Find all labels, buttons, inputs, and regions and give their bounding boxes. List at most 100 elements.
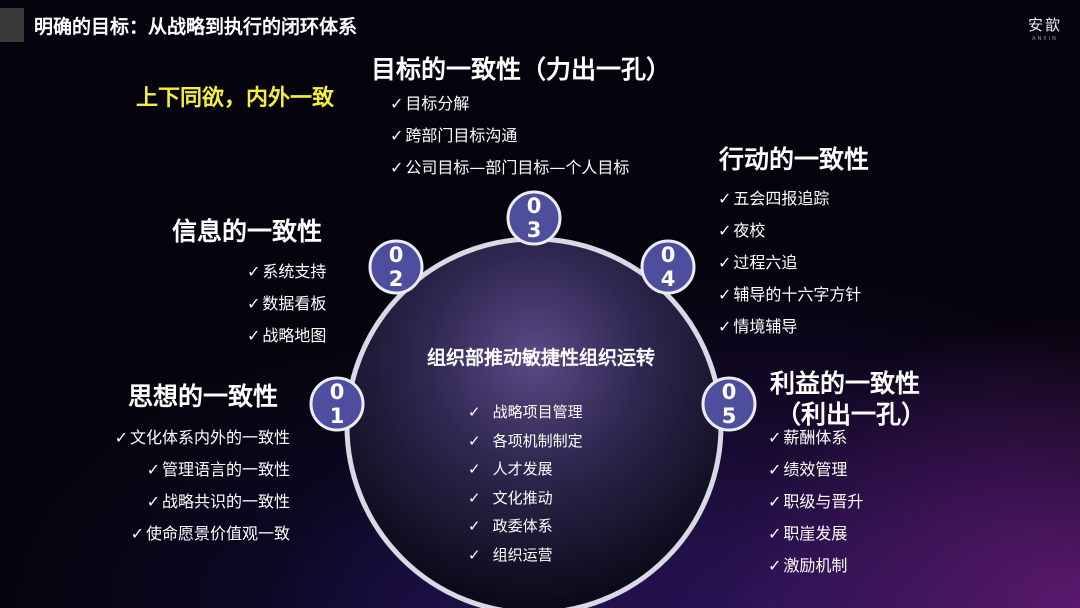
center-list-item: ✓ 政委体系 <box>468 512 583 541</box>
badge-circle <box>506 190 562 246</box>
list-item-label: 管理语言的一致性 <box>161 460 290 479</box>
center-list-item-label: 文化推动 <box>492 488 553 507</box>
heading-info: 信息的一致性 <box>172 217 323 246</box>
check-icon: ✓ <box>768 428 782 447</box>
heading-thought: 思想的一致性 <box>128 382 279 411</box>
badge-digit: 0 <box>722 380 737 404</box>
list-item-label: 跨部门目标沟通 <box>405 126 518 145</box>
check-icon: ✓ <box>718 285 732 304</box>
check-icon: ✓ <box>718 189 732 208</box>
check-icon: ✓ <box>390 158 404 177</box>
step-badge-4: 04 <box>640 239 696 295</box>
center-list-item: ✓ 战略项目管理 <box>468 398 583 427</box>
list-item-label: 五会四报追踪 <box>733 189 830 208</box>
list-item-label: 目标分解 <box>405 94 470 113</box>
step-badge-2: 02 <box>368 239 424 295</box>
list-item-label: 战略地图 <box>262 326 327 345</box>
list-item: ✓系统支持 <box>247 256 326 288</box>
list-item: ✓文化体系内外的一致性 <box>115 422 290 454</box>
check-icon: ✓ <box>114 428 128 447</box>
center-list-item: ✓各项机制制定 <box>468 427 583 456</box>
logo-text: 安歆 <box>1027 16 1062 34</box>
list-item-label: 情境辅导 <box>733 317 798 336</box>
center-title: 组织部推动敏捷性组织运转 <box>426 347 655 369</box>
badge-digit: 0 <box>527 194 542 218</box>
center-list-item-label: 组织运营 <box>492 545 553 564</box>
list-interest: ✓薪酬体系✓绩效管理✓职级与晋升✓职崖发展✓激励机制 <box>768 422 863 582</box>
check-icon: ✓ <box>146 460 160 479</box>
logo-subtext: ANXIN <box>1032 36 1058 42</box>
list-item-label: 夜校 <box>733 221 766 240</box>
brand-logo: 安歆 ANXIN <box>1028 14 1062 42</box>
check-icon: ✓ <box>768 492 782 511</box>
center-list-item: ✓ 文化推动 <box>468 484 583 513</box>
badge-circle <box>640 239 696 295</box>
check-icon: ✓ <box>468 545 481 564</box>
list-info: ✓系统支持✓数据看板✓战略地图 <box>247 256 326 352</box>
badge-digit: 0 <box>330 380 345 404</box>
center-list: ✓战略项目管理✓各项机制制定✓人才发展✓文化推动✓政委体系✓组织运营 <box>468 398 583 569</box>
list-item: ✓情境辅导 <box>718 311 861 343</box>
badge-digit: 3 <box>527 218 542 242</box>
list-item-label: 文化体系内外的一致性 <box>129 428 290 447</box>
check-icon: ✓ <box>247 326 261 345</box>
list-item: ✓公司目标—部门目标—个人目标 <box>390 152 629 184</box>
badge-digit: 0 <box>661 243 676 267</box>
list-item-label: 公司目标—部门目标—个人目标 <box>405 158 630 177</box>
list-item-label: 辅导的十六字方针 <box>733 285 862 304</box>
list-item: ✓数据看板 <box>247 288 326 320</box>
check-icon: ✓ <box>390 94 404 113</box>
list-item-label: 薪酬体系 <box>783 428 848 447</box>
list-item: ✓辅导的十六字方针 <box>718 279 861 311</box>
list-item: ✓跨部门目标沟通 <box>390 120 629 152</box>
center-disc <box>347 239 721 608</box>
list-item: ✓过程六追 <box>718 247 861 279</box>
check-icon: ✓ <box>768 524 782 543</box>
list-thought: ✓文化体系内外的一致性✓管理语言的一致性✓战略共识的一致性✓使命愿景价值观一致 <box>115 422 290 550</box>
step-badge-3: 03 <box>506 190 562 246</box>
check-icon: ✓ <box>146 492 160 511</box>
center-list-item-label: 政委体系 <box>492 517 553 535</box>
list-item-label: 战略共识的一致性 <box>161 492 290 511</box>
list-action: ✓五会四报追踪✓夜校✓过程六追✓辅导的十六字方针✓情境辅导 <box>718 183 861 343</box>
list-item: ✓职级与晋升 <box>768 486 863 518</box>
check-icon: ✓ <box>468 488 481 507</box>
check-icon: ✓ <box>718 317 732 336</box>
heading-goal: 目标的一致性（力出一孔） <box>371 55 672 84</box>
list-item: ✓目标分解 <box>390 88 629 120</box>
badge-digit: 5 <box>722 404 737 428</box>
check-icon: ✓ <box>468 517 481 535</box>
list-item: ✓职崖发展 <box>768 518 863 550</box>
check-icon: ✓ <box>718 253 732 272</box>
list-item-label: 数据看板 <box>262 294 327 313</box>
list-goal: ✓目标分解✓跨部门目标沟通✓公司目标—部门目标—个人目标 <box>390 88 629 184</box>
list-item: ✓管理语言的一致性 <box>115 454 290 486</box>
slogan: 上下同欲，内外一致 <box>136 86 335 111</box>
list-item-label: 绩效管理 <box>783 460 848 479</box>
list-item: ✓战略地图 <box>247 320 326 352</box>
heading-interest-line2: （利出一孔） <box>776 400 927 429</box>
list-item-label: 过程六追 <box>733 253 798 272</box>
list-item: ✓绩效管理 <box>768 454 863 486</box>
check-icon: ✓ <box>130 524 144 543</box>
check-icon: ✓ <box>390 126 404 145</box>
badge-circle <box>309 376 365 432</box>
badge-digit: 2 <box>389 267 404 291</box>
check-icon: ✓ <box>247 262 261 281</box>
check-icon: ✓ <box>468 403 481 421</box>
step-badge-5: 05 <box>701 376 757 432</box>
list-item: ✓薪酬体系 <box>768 422 863 454</box>
badge-circle <box>368 239 424 295</box>
center-list-item-label: 人才发展 <box>492 460 553 478</box>
check-icon: ✓ <box>718 221 732 240</box>
badge-digit: 0 <box>389 243 404 267</box>
check-icon: ✓ <box>768 556 782 575</box>
check-icon: ✓ <box>468 460 481 478</box>
list-item-label: 使命愿景价值观一致 <box>145 524 290 543</box>
center-list-item-label: 战略项目管理 <box>492 403 583 421</box>
check-icon: ✓ <box>468 431 481 450</box>
list-item: ✓使命愿景价值观一致 <box>115 518 290 550</box>
heading-interest-line1: 利益的一致性 <box>770 369 921 398</box>
list-item: ✓战略共识的一致性 <box>115 486 290 518</box>
